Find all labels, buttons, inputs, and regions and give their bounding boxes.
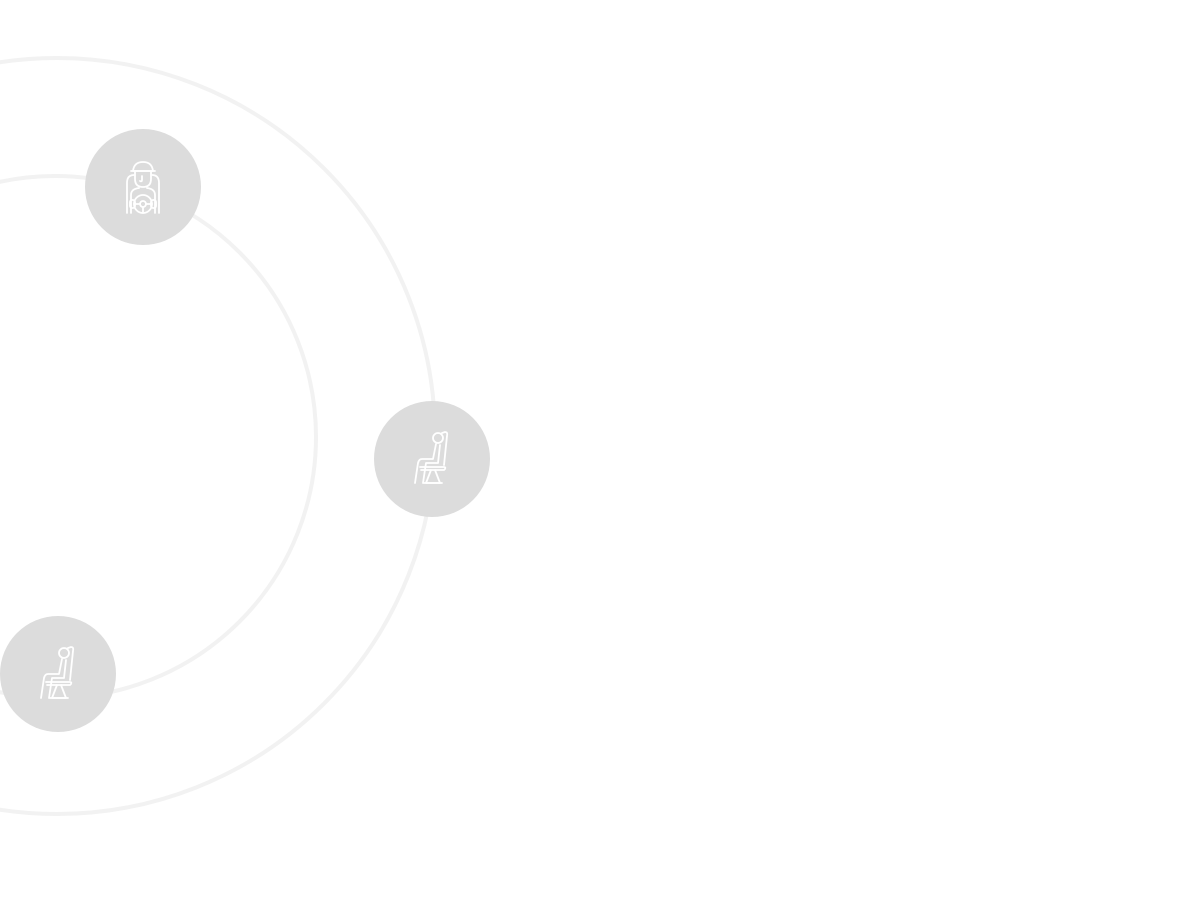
driver-badge [85, 129, 201, 245]
seated-passenger-icon [414, 431, 449, 484]
passenger-seat-badge-bottom [0, 616, 116, 732]
driver-steering-wheel-icon [126, 161, 160, 214]
passenger-seat-badge-right [374, 401, 490, 517]
seated-passenger-icon [40, 646, 75, 699]
